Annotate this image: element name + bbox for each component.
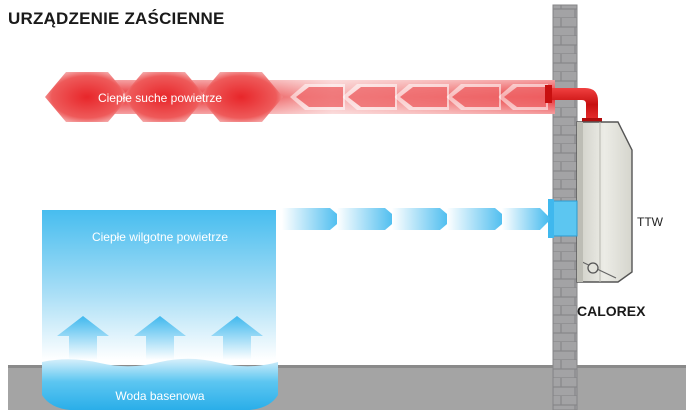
hot-air-burst-2 — [122, 72, 206, 122]
evaporation-arrow-3 — [211, 316, 263, 360]
ttw-unit — [576, 121, 633, 283]
hot-dry-air-label: Ciepłe suche powietrze — [98, 91, 222, 105]
evaporation-arrow-2 — [134, 316, 186, 360]
hot-air-burst-3 — [199, 72, 283, 122]
unit-model-label: TTW — [637, 215, 664, 229]
humid-air-intake — [548, 199, 578, 238]
hot-air-burst-1 — [45, 72, 129, 122]
page-title: URZĄDZENIE ZAŚCIENNE — [8, 9, 225, 28]
warm-humid-air-label: Ciepłe wilgotne powietrze — [92, 230, 228, 244]
hot-dry-air-stream: Ciepłe suche powietrze — [45, 72, 555, 122]
pool-water: Woda basenowa — [42, 358, 278, 410]
hot-air-outlet-pipe — [545, 85, 602, 124]
humid-air-flow-arrows — [282, 208, 551, 230]
evaporation-arrow-1 — [57, 316, 109, 360]
pool-water-label: Woda basenowa — [115, 389, 205, 403]
brand-label: CALOREX — [577, 303, 646, 319]
unit-vent-icon — [587, 262, 599, 274]
evaporation-arrows — [57, 316, 263, 360]
